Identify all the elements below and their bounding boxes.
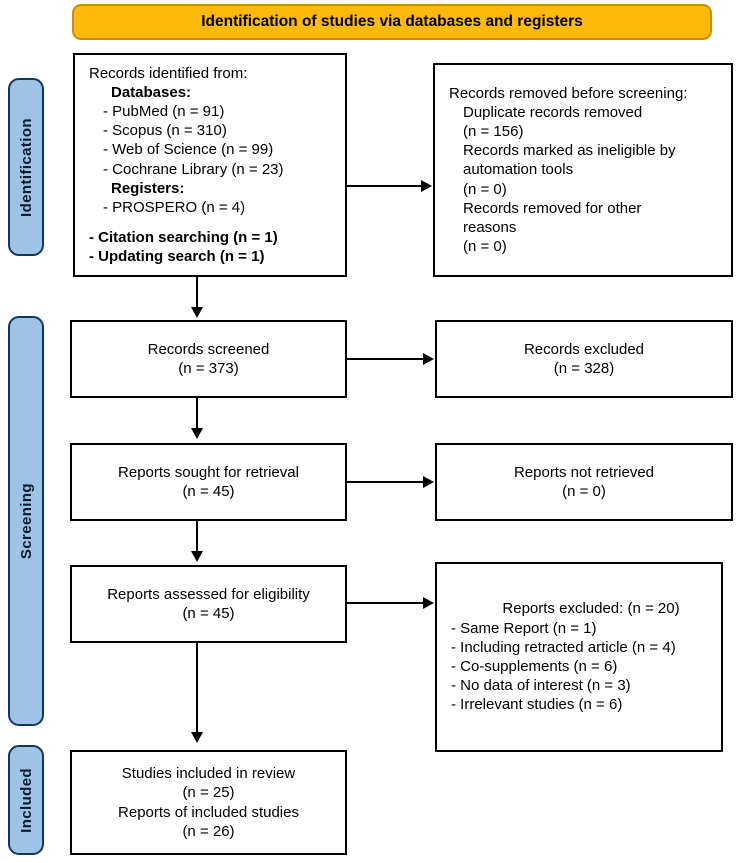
reports-assessed-line-0: Reports assessed for eligibility — [107, 585, 310, 603]
reports-sought-line-0: Reports sought for retrieval — [118, 463, 299, 481]
arrow-head-screened-to-excluded — [423, 353, 434, 365]
connector-assessed-to-excluded-reasons — [347, 602, 428, 604]
reports-excluded-heading: Reports excluded: (n = 20) — [502, 600, 680, 618]
box-reports-assessed: Reports assessed for eligibility (n = 45… — [70, 565, 347, 643]
records-removed-line-6: Records removed for other — [463, 199, 642, 217]
records-removed-line-0: Records removed before screening: — [449, 84, 688, 102]
records-identified-line-0: Records identified from: — [89, 64, 248, 82]
records-screened-line-1: (n = 373) — [178, 360, 239, 377]
box-studies-included: Studies included in review (n = 25) Repo… — [70, 750, 347, 855]
connector-identified-to-screened — [196, 277, 198, 311]
connector-sought-to-not-retrieved — [347, 481, 428, 483]
studies-included-line-0: Studies included in review — [121, 765, 296, 783]
phase-tab-identification-label: Identification — [17, 117, 35, 217]
records-identified-line-7: - PROSPERO (n = 4) — [103, 198, 246, 216]
records-identified-line-3: - Scopus (n = 310) — [103, 122, 227, 140]
phase-tab-identification: Identification — [8, 78, 44, 256]
connector-sought-to-assessed — [196, 521, 198, 555]
studies-included-line-3: (n = 26) — [182, 822, 235, 840]
reports-excluded-reason-2: - Co-supplements (n = 6) — [451, 658, 618, 675]
connector-identified-to-removed — [347, 185, 426, 187]
records-removed-line-4: automation tools — [463, 161, 574, 179]
records-identified-line-4: - Web of Science (n = 99) — [103, 141, 274, 159]
reports-not-retrieved-line-0: Reports not retrieved — [513, 463, 655, 481]
reports-excluded-reason-3: - No data of interest (n = 3) — [451, 677, 631, 695]
diagram-title-banner: Identification of studies via databases … — [72, 4, 712, 40]
box-records-excluded: Records excluded (n = 328) — [435, 320, 733, 398]
connector-screened-to-sought — [196, 398, 198, 432]
records-removed-line-7: reasons — [463, 218, 517, 236]
reports-excluded-reason-0: - Same Report (n = 1) — [451, 619, 597, 637]
records-excluded-line-0: Records excluded — [523, 340, 645, 358]
arrow-head-assessed-to-excluded-reasons — [423, 597, 434, 609]
phase-tab-included: Included — [8, 745, 44, 855]
arrow-head-screened-to-sought — [191, 428, 203, 439]
connector-screened-to-excluded — [347, 358, 428, 360]
reports-not-retrieved-line-1: (n = 0) — [562, 483, 606, 500]
records-identified-line-5: - Cochrane Library (n = 23) — [103, 160, 284, 178]
records-excluded-line-1: (n = 328) — [553, 360, 615, 377]
connector-assessed-to-included — [196, 643, 198, 736]
records-identified-line-2: - PubMed (n = 91) — [103, 102, 225, 120]
phase-tab-included-label: Included — [17, 767, 35, 833]
records-removed-line-2: (n = 156) — [463, 123, 524, 141]
box-reports-sought: Reports sought for retrieval (n = 45) — [70, 443, 347, 521]
phase-tab-screening: Screening — [8, 316, 44, 726]
box-records-identified: Records identified from: Databases: - Pu… — [73, 53, 347, 277]
records-removed-line-3: Records marked as ineligible by — [463, 142, 676, 160]
arrow-head-sought-to-not-retrieved — [423, 476, 434, 488]
box-records-screened: Records screened (n = 373) — [70, 320, 347, 398]
phase-tab-screening-label: Screening — [17, 482, 35, 560]
reports-excluded-reason-4: - Irrelevant studies (n = 6) — [451, 696, 623, 714]
records-removed-line-8: (n = 0) — [463, 238, 507, 256]
arrow-head-identified-to-removed — [421, 180, 432, 192]
box-reports-not-retrieved: Reports not retrieved (n = 0) — [435, 443, 733, 521]
records-removed-line-5: (n = 0) — [463, 180, 507, 198]
box-reports-excluded-reasons: Reports excluded: (n = 20) - Same Report… — [435, 562, 723, 752]
diagram-title-text: Identification of studies via databases … — [201, 13, 583, 30]
arrow-head-assessed-to-included — [191, 732, 203, 743]
studies-included-line-2: Reports of included studies — [118, 803, 299, 821]
reports-assessed-line-1: (n = 45) — [182, 605, 235, 622]
reports-excluded-reason-1: - Including retracted article (n = 4) — [451, 638, 676, 656]
records-identified-line-8: - Citation searching (n = 1) — [89, 229, 278, 247]
records-identified-line-9: - Updating search (n = 1) — [89, 248, 265, 266]
box-records-removed: Records removed before screening: Duplic… — [433, 63, 733, 277]
reports-sought-line-1: (n = 45) — [182, 483, 235, 500]
studies-included-line-1: (n = 25) — [182, 784, 235, 802]
records-identified-line-1: Databases: — [111, 83, 192, 101]
records-removed-line-1: Duplicate records removed — [463, 103, 643, 121]
arrow-head-identified-to-screened — [191, 307, 203, 318]
arrow-head-sought-to-assessed — [191, 551, 203, 562]
records-screened-line-0: Records screened — [147, 340, 270, 358]
records-identified-line-6: Registers: — [111, 179, 185, 197]
